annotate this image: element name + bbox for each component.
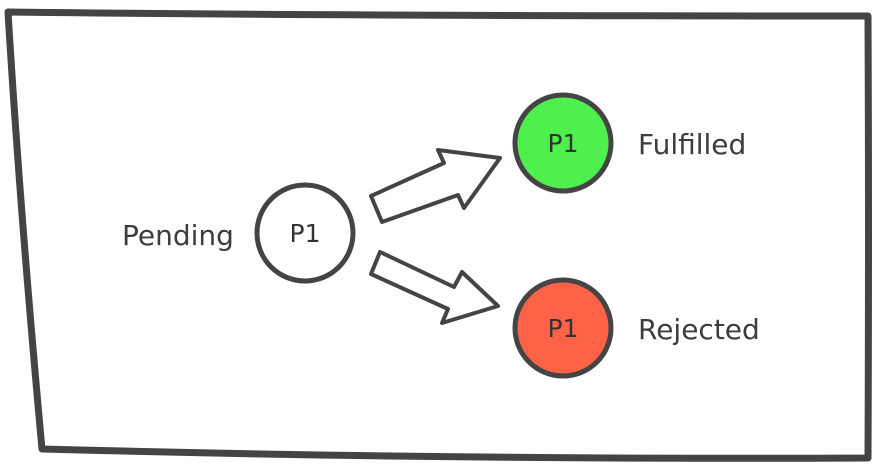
pending-state-label: Pending	[122, 219, 234, 252]
rejected-state-label: Rejected	[638, 313, 760, 346]
fulfilled-node-label: P1	[548, 129, 579, 158]
frame-border	[4, 8, 872, 462]
fulfilled-node	[512, 92, 614, 194]
arrow-to-rejected	[369, 250, 500, 325]
pending-node-label: P1	[290, 219, 321, 248]
rejected-node	[512, 277, 614, 379]
rejected-node-label: P1	[548, 314, 579, 343]
pending-node	[254, 182, 356, 284]
fulfilled-state-label: Fulfilled	[638, 128, 746, 161]
arrow-to-fulfilled	[369, 148, 502, 224]
